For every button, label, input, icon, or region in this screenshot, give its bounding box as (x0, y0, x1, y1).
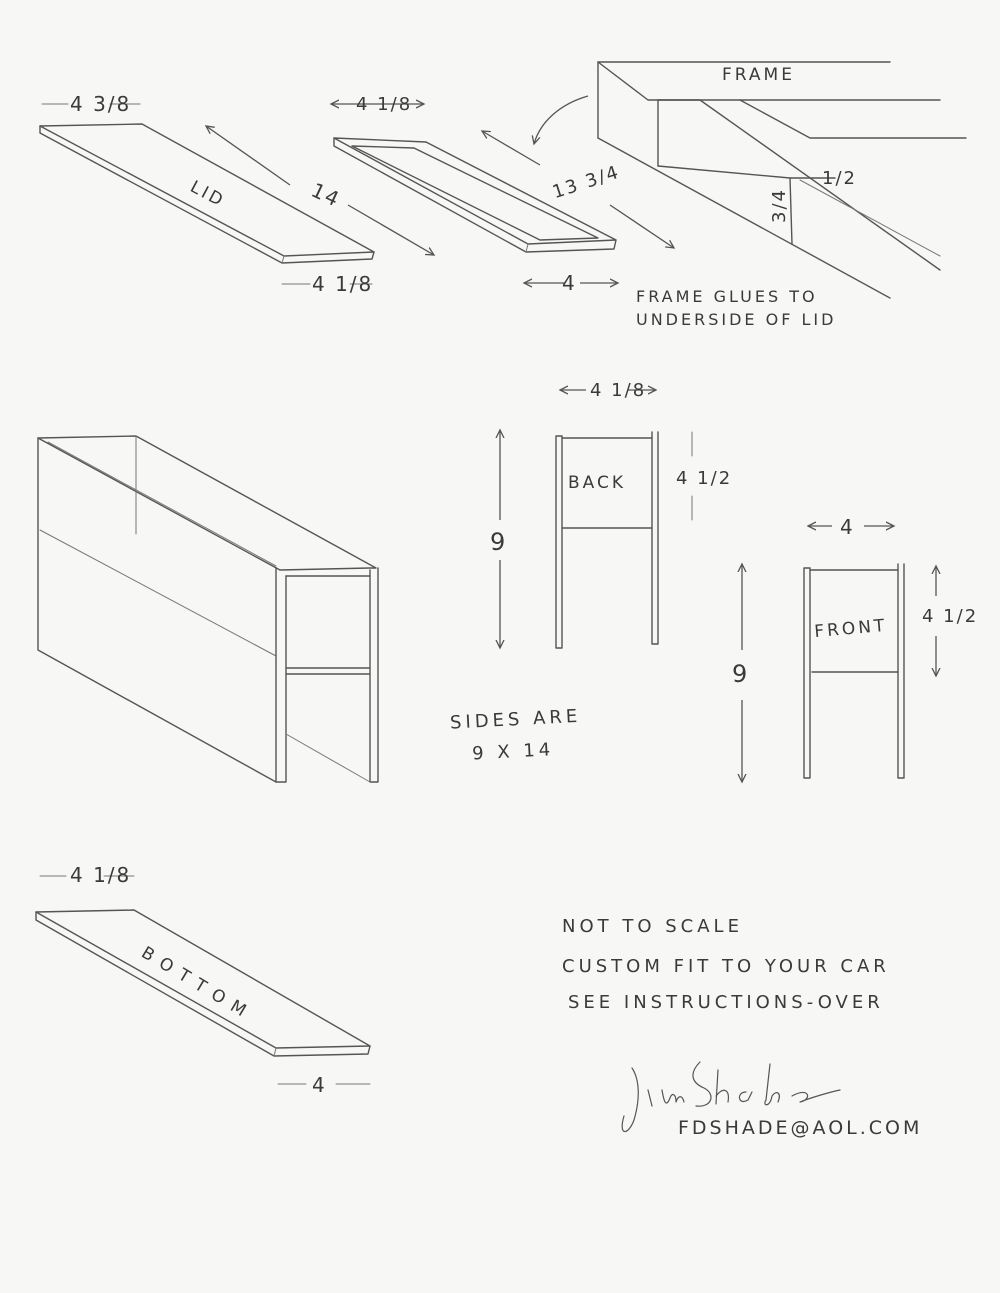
frame-label: FRAME (722, 65, 795, 85)
frame-note-line1: FRAME GLUES TO (636, 287, 818, 306)
note-line: NOT TO SCALE (562, 916, 743, 937)
frame-dim-b: 3/4 (769, 188, 790, 223)
back-panel-height: 4 1/2 (676, 468, 732, 489)
lid-label: LID (187, 177, 229, 212)
frame-detail: FRAME 1/2 3/4 FRAME GLUES TO UNDERSIDE O… (597, 61, 967, 329)
front-panel-height: 4 1/2 (922, 606, 978, 627)
frame-dim-a: 1/2 (822, 168, 857, 189)
frame-piece-length: 13 3/4 (550, 162, 623, 203)
assembled-box (37, 435, 379, 783)
front-label: FRONT (814, 616, 889, 642)
back-piece: 4 1/8 BACK 9 4 1/2 (490, 380, 732, 648)
frame-note-line2: UNDERSIDE OF LID (636, 310, 836, 329)
sides-note-line2: 9 X 14 (472, 739, 555, 764)
lid-bottom-width: 4 1/8 (312, 272, 373, 296)
curved-arrow-icon (534, 95, 589, 144)
frame-piece-bottom-width: 4 (562, 271, 577, 295)
bottom-bottom-width: 4 (312, 1073, 327, 1097)
frame-piece: 4 1/8 13 3/4 4 (331, 94, 674, 295)
email: FDSHADE@AOL.COM (678, 1117, 922, 1139)
sides-note-line1: SIDES ARE (450, 706, 582, 734)
bottom-label: BOTTOM (138, 943, 257, 1026)
lid-top-width: 4 3/8 (70, 92, 131, 116)
note-line: SEE INSTRUCTIONS-OVER (568, 992, 884, 1013)
front-width: 4 (840, 515, 855, 539)
back-label: BACK (568, 473, 626, 493)
lid-piece: 4 3/8 LID 14 4 1/8 (39, 92, 434, 296)
front-piece: 4 FRONT 9 4 1/2 (732, 515, 978, 782)
back-width: 4 1/8 (590, 380, 646, 401)
lid-length: 14 (308, 178, 345, 212)
back-height: 9 (490, 528, 507, 556)
front-height: 9 (732, 660, 749, 688)
bottom-piece: 4 1/8 BOTTOM 4 (35, 863, 371, 1097)
note-line: CUSTOM FIT TO YOUR CAR (562, 956, 890, 977)
frame-piece-top-width: 4 1/8 (356, 94, 412, 115)
signature (621, 1061, 841, 1133)
bottom-top-width: 4 1/8 (70, 863, 131, 887)
notes: NOT TO SCALE CUSTOM FIT TO YOUR CAR SEE … (562, 916, 890, 1013)
